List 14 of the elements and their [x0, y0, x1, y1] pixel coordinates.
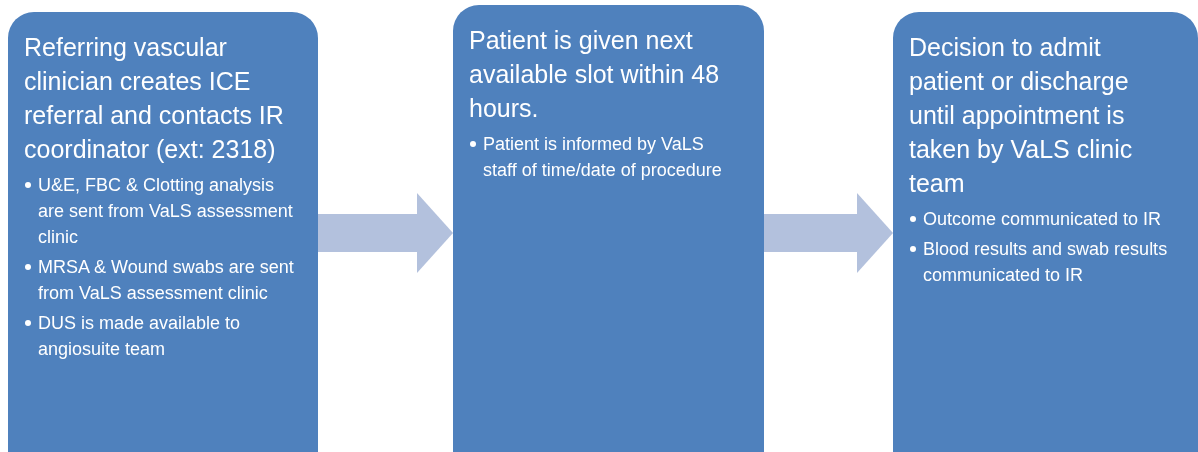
block-arrow [318, 193, 453, 273]
block-arrow [764, 193, 893, 273]
process-box [453, 5, 764, 452]
bullet-point: Outcome communicated to IR [923, 209, 1162, 229]
bullet-point: Patient is informed by VaLS staff of time/date of procedure [483, 134, 722, 180]
bullet-point: Blood results and swab results communicated to IR [923, 239, 1168, 285]
bullet-point: MRSA & Wound swabs are sent from VaLS assessment clinic [38, 257, 294, 303]
step-heading: Decision to admit patient or discharge until appointment is taken by VaLS clinic team [909, 32, 1134, 199]
step-heading: Patient is given next available slot within 48 hours. [469, 25, 721, 124]
process-box [8, 12, 318, 452]
step-heading: Referring vascular clinician creates ICE referral and contacts IR coordinator (ext: 2318) [24, 32, 285, 165]
bullet-point: U&E, FBC & Clotting analysis are sent from VaLS assessment clinic [38, 175, 293, 247]
bullet-point: DUS is made available to angiosuite team [38, 313, 241, 359]
process-box [893, 12, 1198, 452]
